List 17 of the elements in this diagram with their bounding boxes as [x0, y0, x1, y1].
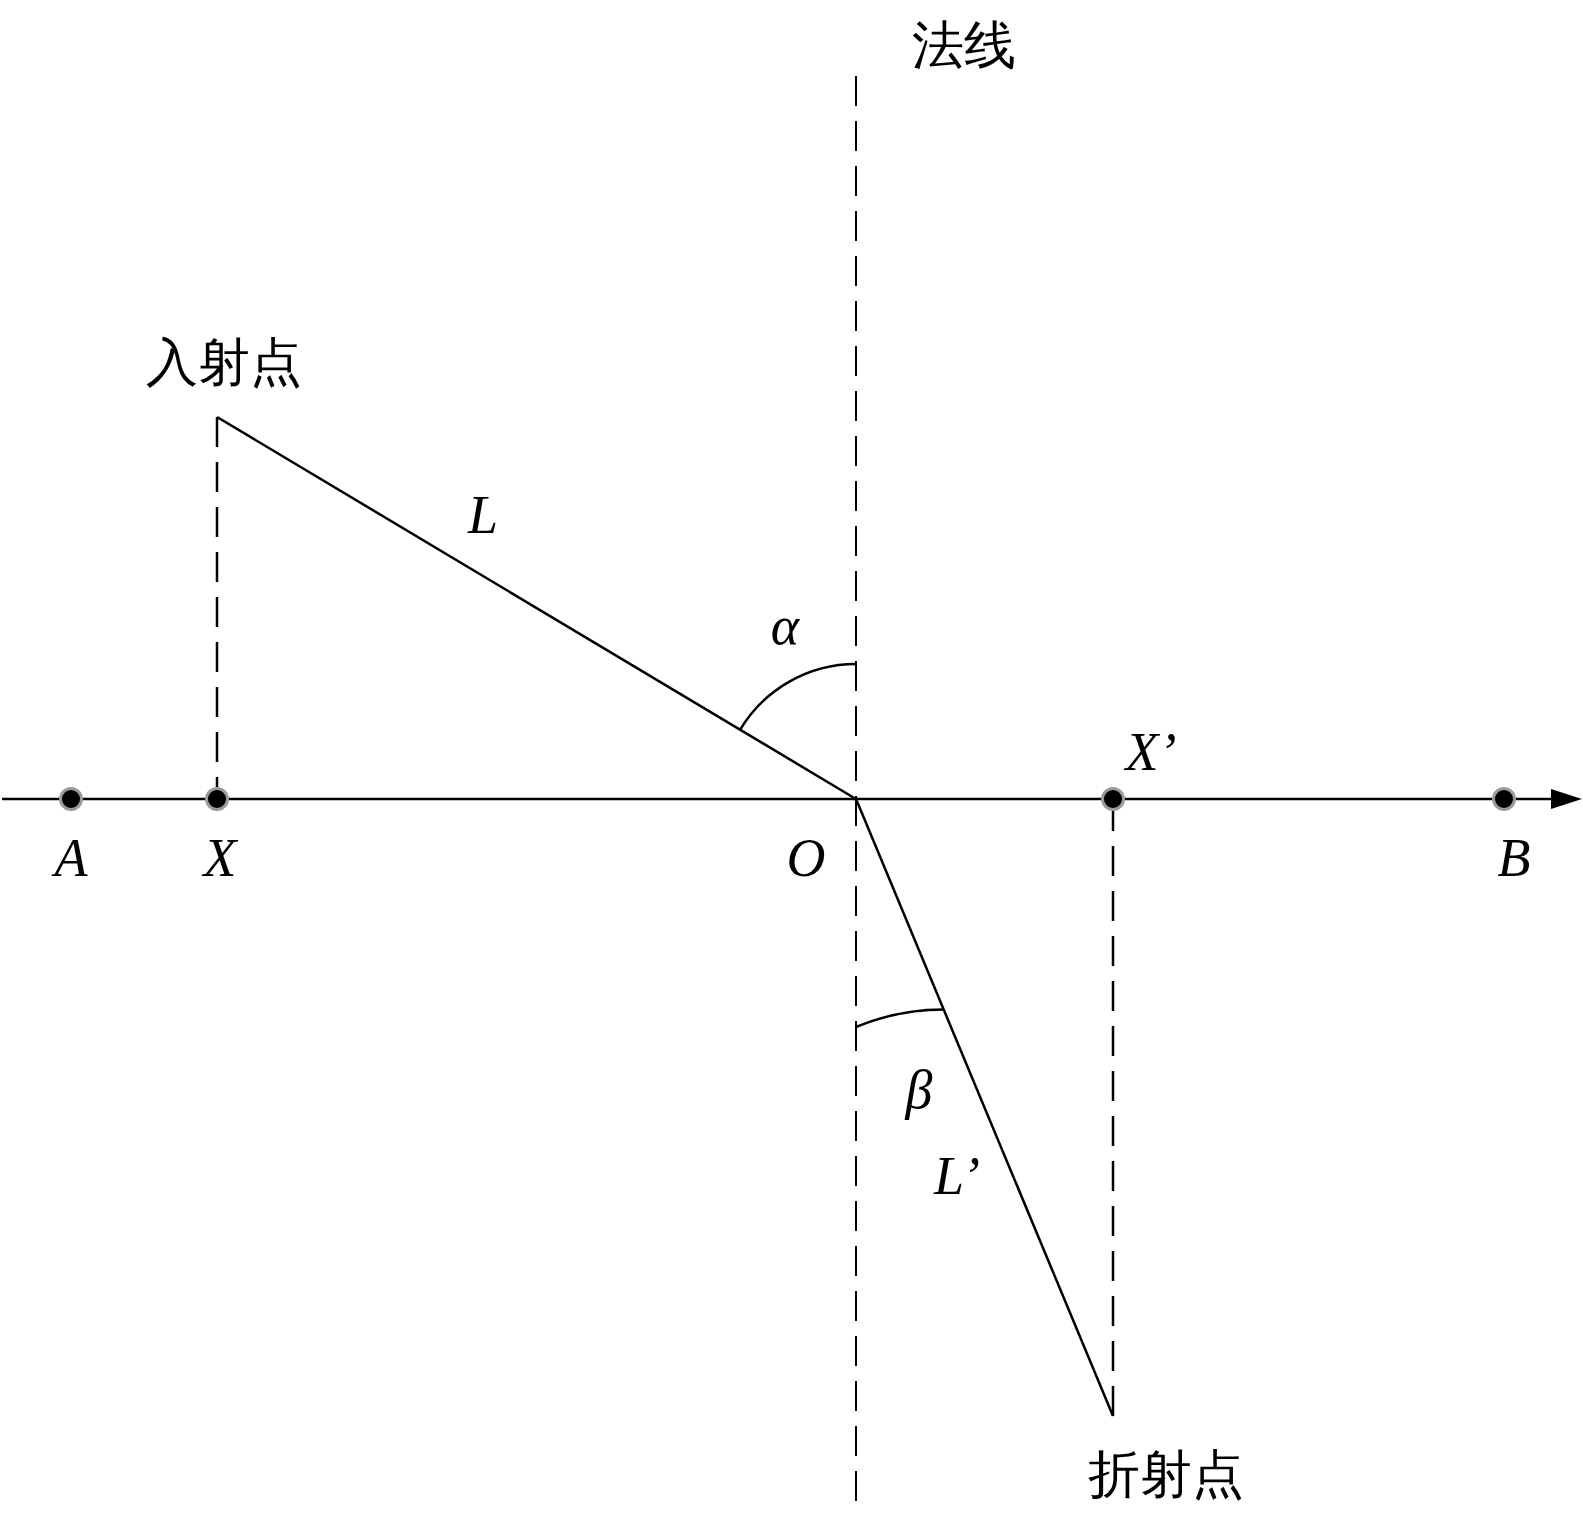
point-label: X’: [1125, 725, 1177, 779]
point-label: B: [1497, 831, 1531, 885]
angle-label: α: [770, 599, 800, 653]
line-segment: [216, 415, 855, 800]
point-dot: [1492, 787, 1516, 811]
dashed-line: [215, 417, 219, 787]
point-dot: [59, 787, 83, 811]
intersection-point: [854, 797, 858, 801]
normal-line-label: 法线: [912, 19, 1016, 71]
point-label: X: [203, 831, 237, 885]
point-label: 折射点: [1056, 1416, 1276, 1500]
line-segment: [855, 800, 1115, 1417]
point-label: 入射点: [114, 336, 334, 417]
point-dot: [1101, 787, 1125, 811]
point-label: O: [786, 831, 826, 885]
dashed-line: [1111, 811, 1115, 1416]
point-dot: [205, 787, 229, 811]
